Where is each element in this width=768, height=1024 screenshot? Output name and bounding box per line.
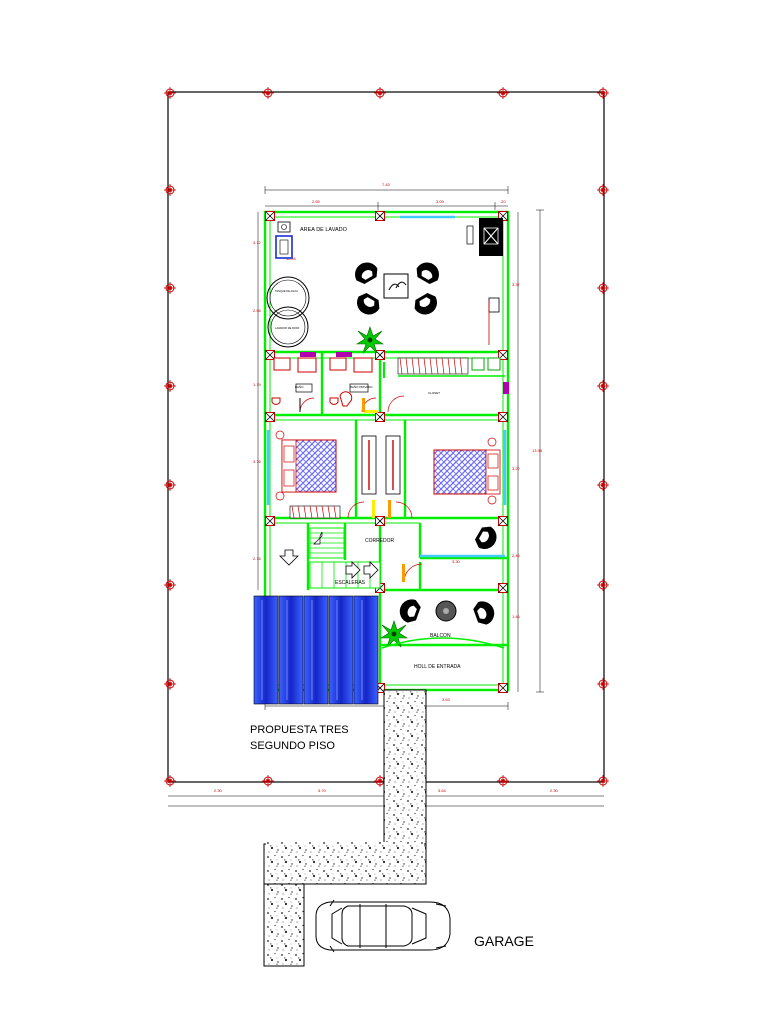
dim-right-1: 3.37 xyxy=(512,282,521,287)
grid-marker-icon xyxy=(163,774,177,788)
room-label-closet: CLOSET xyxy=(428,391,440,395)
toilet-icon xyxy=(271,397,281,405)
armchair-icon xyxy=(472,523,501,554)
dim-site-4: 2.30 xyxy=(550,788,559,793)
grid-marker-icon xyxy=(596,183,610,197)
armchair-icon xyxy=(411,290,442,319)
room-label-bath-1: BAÑO xyxy=(295,384,304,389)
grid-marker-icon xyxy=(163,478,177,492)
armchair-icon xyxy=(413,258,444,287)
grid-marker-icon xyxy=(163,281,177,295)
room-label-entry-hall: HOLL DE ENTRADA xyxy=(414,664,461,670)
dim-right-3: 2.46 xyxy=(512,553,521,558)
dim-left-4: 3.76 xyxy=(253,459,262,464)
dim-left-2: 2.56 xyxy=(253,308,262,313)
dim-overall-height: 13.98 xyxy=(532,448,543,453)
bedrooms xyxy=(275,430,501,554)
glazing xyxy=(266,215,507,558)
toilet-icon xyxy=(339,391,353,407)
garage-label: GARAGE xyxy=(474,933,534,949)
grid-marker-icon xyxy=(596,281,610,295)
laundry-area xyxy=(266,218,503,354)
grid-marker-icon xyxy=(596,379,610,393)
grid-marker-icon xyxy=(496,86,510,100)
room-label-corridor: CORREDOR xyxy=(365,538,395,544)
grid-marker-icon xyxy=(261,86,275,100)
car-icon xyxy=(315,899,451,953)
shrub-icon xyxy=(356,326,384,354)
grid-marker-icon xyxy=(596,478,610,492)
water-heater-icon xyxy=(479,218,503,256)
dim-corridor-sub: 3.30 xyxy=(452,559,461,564)
dim-top-seg-1: 2.55 xyxy=(312,199,321,204)
dim-site-3: 3.64 xyxy=(438,788,447,793)
grid-marker-icon xyxy=(261,774,275,788)
toilet-icon xyxy=(329,397,339,405)
sink-icon xyxy=(329,357,347,371)
room-labels: AREA DE LAVADO TANQUE DE AGUA LAVADOR DE… xyxy=(275,227,461,670)
armchair-icon xyxy=(471,597,498,628)
room-label-balcony: BALCON xyxy=(430,633,451,639)
grid-marker-icon xyxy=(496,774,510,788)
dim-bottom-overall: 3.63 xyxy=(442,697,451,702)
dim-right-4: 1.46 xyxy=(512,614,521,619)
dim-left-1: 3.12 xyxy=(253,240,262,245)
grid-marker-icon xyxy=(373,86,387,100)
sink-icon xyxy=(297,357,317,373)
grid-marker-icon xyxy=(163,183,177,197)
dim-left-3: 1.79 xyxy=(253,382,262,387)
armchair-icon xyxy=(352,290,383,319)
grid-marker-icon xyxy=(163,86,177,100)
grid-marker-icon xyxy=(163,379,177,393)
room-label-tank-2: LAVADOR DE ROPA xyxy=(275,326,299,330)
water-tank-1 xyxy=(266,276,310,320)
armchair-icon xyxy=(350,258,381,287)
bed-icon xyxy=(433,449,487,495)
stairs xyxy=(279,527,423,589)
drawing-title-line-2: SEGUNDO PISO xyxy=(250,740,335,752)
dim-right-2: 3.22 xyxy=(512,466,521,471)
driveway xyxy=(263,689,427,967)
sink-icon xyxy=(275,235,293,259)
sink-icon xyxy=(353,357,373,373)
laundry-table xyxy=(383,273,409,299)
room-label-laundry: AREA DE LAVADO xyxy=(300,227,348,233)
room-label-stairs: ESCALERAS xyxy=(335,580,366,586)
shrub-icon xyxy=(380,620,408,648)
bathrooms xyxy=(271,352,509,413)
armchair-icon xyxy=(396,595,423,626)
dim-top-seg-2: 3.09 xyxy=(436,199,445,204)
down-arrow-icon xyxy=(279,549,299,566)
grid-marker-icon xyxy=(596,677,610,691)
grid-marker-icon xyxy=(163,578,177,592)
skylight-panels xyxy=(253,595,379,705)
grid-marker-icon xyxy=(596,774,610,788)
room-label-tank-1: TANQUE DE AGUA xyxy=(275,289,298,293)
drawing-title-line-1: PROPUESTA TRES xyxy=(250,724,349,736)
dim-site-2: 3.70 xyxy=(318,788,327,793)
dim-top-seg-3: .20 xyxy=(500,199,506,204)
room-label-bath-2: BAÑO PRIVADO xyxy=(350,384,373,389)
sink-icon xyxy=(273,357,291,371)
dim-left-5: 2.76 xyxy=(253,556,262,561)
balcony xyxy=(380,595,505,649)
dim-site-1: 2.30 xyxy=(214,788,223,793)
water-tank-2 xyxy=(267,306,309,348)
grid-marker-icon xyxy=(596,86,610,100)
grid-marker-icon xyxy=(163,677,177,691)
dim-overall-width: 7.43 xyxy=(382,182,391,187)
grid-marker-icon xyxy=(596,578,610,592)
